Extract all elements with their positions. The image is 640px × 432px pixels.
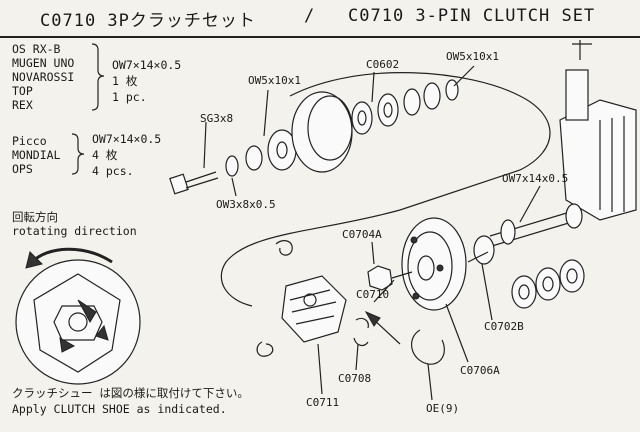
rotation-arrowhead-icon [25,251,43,269]
header-rule [0,36,640,38]
rotation-arrow [30,247,113,264]
group-1-spec: OW7×14×0.5 [112,58,182,72]
rotation-label-jp: 回転方向 [12,210,58,224]
flywheel-c0706a-icon [401,217,467,311]
label-ow5x10x1-a: OW5x10x1 [248,74,301,87]
label-oe9: OE(9) [426,402,460,415]
engine-name: MUGEN UNO [12,56,75,70]
title-english: C0710 3-PIN CLUTCH SET [348,6,596,26]
engine-list-group-2: Picco MONDIAL OPS [12,134,60,176]
washer-ow7x14-icon [500,219,516,245]
leader-lines [203,65,541,401]
label-c0710: C0710 [356,288,390,301]
engine-name: REX [12,98,33,112]
note-japanese: クラッチシュー は図の様に取付けて下さい。 [12,386,249,400]
engine-name: OPS [12,162,33,176]
engine-icon [559,40,637,221]
arrow-head-icon [364,310,381,327]
engine-list-group-1: OS RX-B MUGEN UNO NOVAROSSI TOP REX [12,42,74,112]
engine-name: NOVAROSSI [12,70,75,84]
group-2-spec: OW7×14×0.5 [92,132,162,146]
title-separator: / [304,6,316,26]
spring-c0708-icon [353,317,369,347]
spring-top-icon [275,240,293,256]
brace-group-2 [71,133,85,175]
washer-stack-icon [511,259,585,309]
engine-name: MONDIAL [12,148,61,162]
rotation-diagram [15,259,141,385]
engine-name: TOP [12,84,33,98]
engine-name: Picco [12,134,47,148]
label-c0702b: C0702B [484,320,524,333]
clutch-bell-icon [291,91,353,173]
collet-c0702b-icon [467,235,495,265]
label-ow5x10x1-b: OW5x10x1 [446,50,499,63]
label-c0602: C0602 [366,58,400,71]
group-1-qty-jp: 1 枚 [112,74,138,88]
screw-sg3x8-icon [169,171,219,195]
clutch-shoe-c0711-icon [281,275,347,343]
assembly-outline-loop [220,72,551,307]
washer-ow5x10-a-icon [245,145,263,171]
washer-ow3x8-icon [225,155,239,177]
brace-group-1 [91,43,105,111]
note-english: Apply CLUTCH SHOE as indicated. [12,402,227,416]
label-sg3x8: SG3x8 [200,112,234,125]
group-2-qty-en: 4 pcs. [92,164,134,178]
label-ow3x8x0-5: OW3x8x0.5 [216,198,276,211]
group-1-qty-en: 1 pc. [112,90,147,104]
bearing-c0602-icon [351,82,441,135]
rotation-label-en: rotating direction [12,224,137,238]
engine-name: OS RX-B [12,42,61,56]
nut-c0704a-icon [367,265,413,291]
spring-left-icon [256,341,274,357]
group-2-qty-jp: 4 枚 [92,148,118,162]
label-c0706a: C0706A [460,364,500,377]
label-c0708: C0708 [338,372,372,385]
title-japanese: C0710 3Pクラッチセット [40,11,256,31]
label-c0711: C0711 [306,396,340,409]
label-c0704a: C0704A [342,228,382,241]
e-clip-oe9-icon [411,329,445,365]
label-ow7x14x0-5: OW7x14x0.5 [502,172,569,185]
